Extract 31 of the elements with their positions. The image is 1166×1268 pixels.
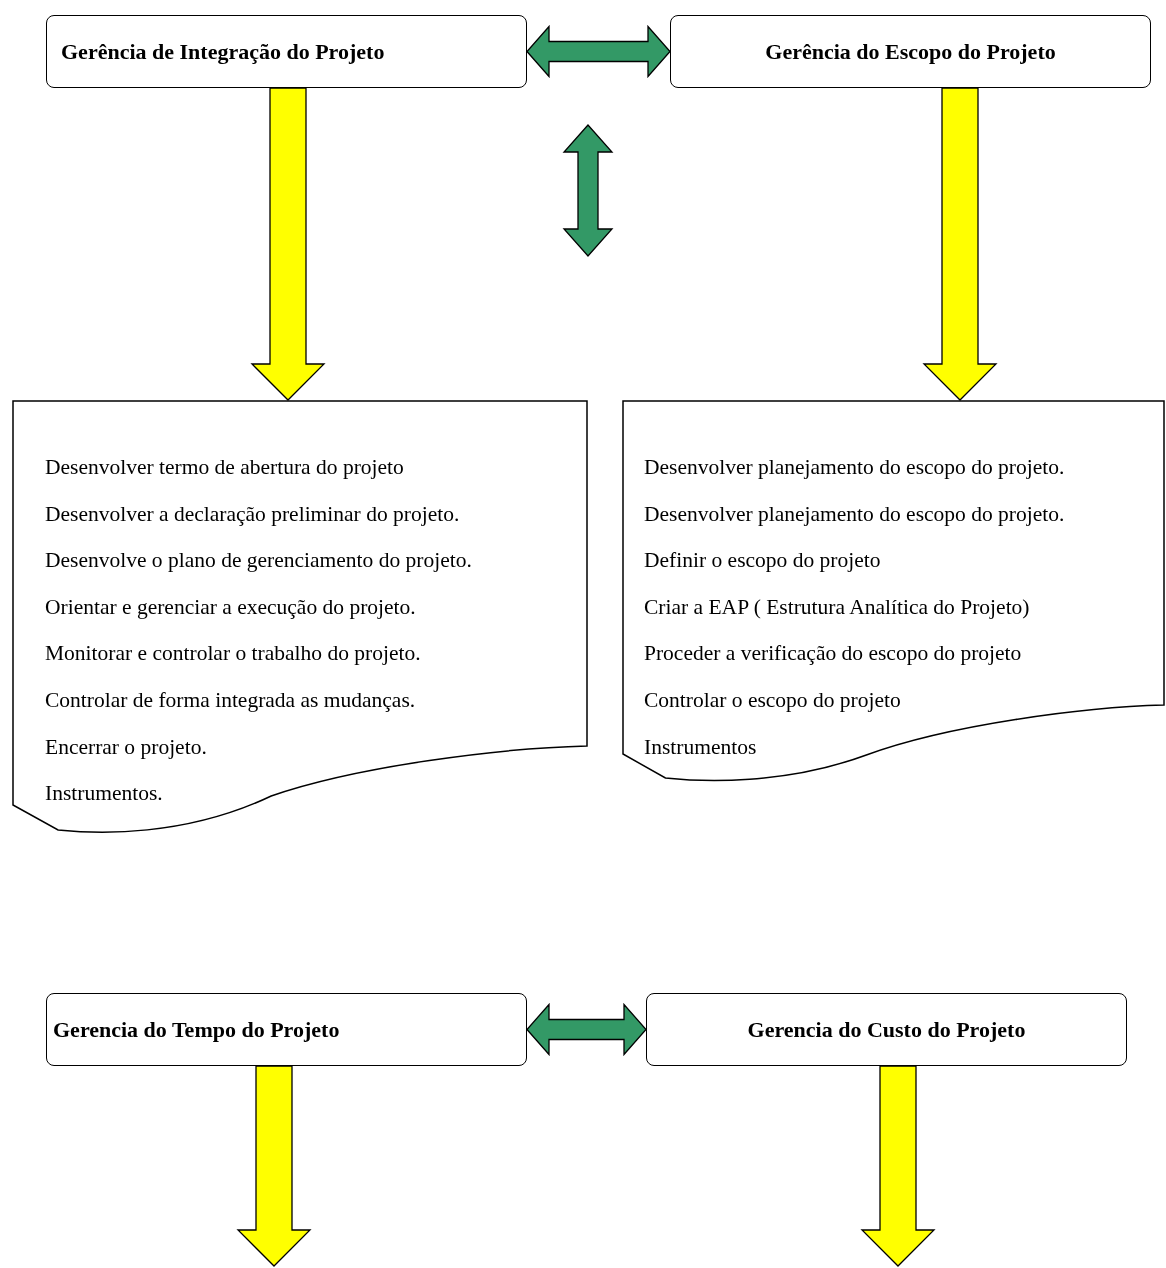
list-item: Monitorar e controlar o trabalho do projeto. bbox=[45, 640, 422, 668]
list-item: Desenvolve o plano de gerenciamento do projeto. bbox=[45, 547, 473, 575]
block-arrow bbox=[526, 24, 671, 79]
box-title: Gerência de Integração do Projeto bbox=[61, 38, 385, 65]
list-item: Desenvolver planejamento do escopo do projeto. bbox=[644, 454, 1066, 481]
list-item: Instrumentos. bbox=[45, 780, 164, 808]
list-item: Controlar de forma integrada as mudanças. bbox=[45, 686, 417, 714]
list-item: Criar a EAP ( Estrutura Analítica do Projeto) bbox=[644, 593, 1031, 621]
block-arrow bbox=[922, 87, 998, 401]
document-shape bbox=[12, 400, 588, 834]
list-item: Definir o escopo do projeto bbox=[644, 547, 882, 575]
process-box bbox=[646, 993, 1127, 1066]
process-box bbox=[46, 993, 527, 1066]
list-item: Desenvolver a declaração preliminar do projeto. bbox=[45, 500, 461, 528]
list-item: Desenvolver termo de abertura do projeto bbox=[45, 454, 405, 481]
list-item: Controlar o escopo do projeto bbox=[644, 686, 902, 714]
block-arrow bbox=[236, 1065, 312, 1267]
list-item: Proceder a verificação do escopo do projeto bbox=[644, 640, 1023, 668]
block-arrow bbox=[526, 1002, 647, 1057]
list-item: Encerrar o projeto. bbox=[45, 733, 208, 761]
box-title: Gerencia do Custo do Projeto bbox=[747, 1016, 1026, 1043]
box-title: Gerencia do Tempo do Projeto bbox=[53, 1016, 340, 1043]
process-box bbox=[46, 15, 527, 88]
process-box bbox=[670, 15, 1151, 88]
document-shape bbox=[622, 400, 1165, 780]
box-title: Gerência do Escopo do Projeto bbox=[765, 38, 1056, 65]
block-arrow bbox=[250, 87, 326, 401]
list-item: Desenvolver planejamento do escopo do projeto. bbox=[644, 500, 1066, 528]
list-item: Orientar e gerenciar a execução do projeto. bbox=[45, 593, 417, 621]
block-arrow bbox=[860, 1065, 936, 1267]
list-item: Instrumentos bbox=[644, 733, 758, 761]
